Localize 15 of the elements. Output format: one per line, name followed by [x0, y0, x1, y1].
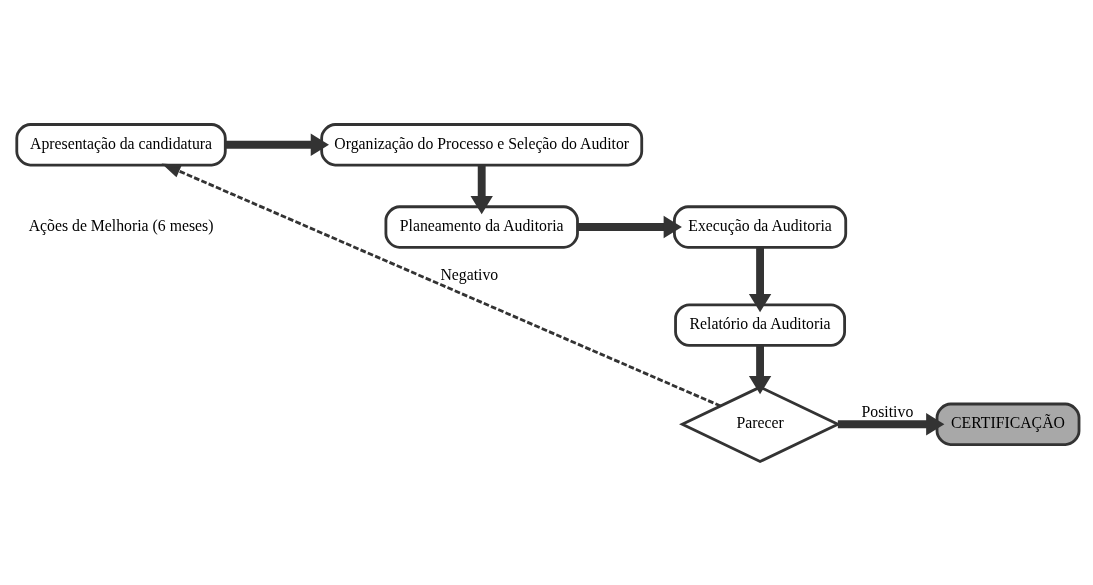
node-box: Execução da Auditoria — [673, 204, 848, 249]
node-box: CERTIFICAÇÃO — [935, 402, 1081, 446]
label: Ações de Melhoria (6 meses) — [28, 216, 214, 234]
node-box: Apresentação da candidatura — [15, 122, 227, 166]
node-box: Organização do Processo e Seleção do Auditor — [320, 122, 644, 166]
arrow — [161, 163, 722, 407]
node-box: Planeamento da Auditoria — [384, 204, 579, 249]
arrow — [225, 133, 329, 156]
arrow — [470, 164, 493, 214]
arrow — [577, 215, 682, 238]
arrow — [748, 345, 772, 394]
edge-label: Negativo — [440, 265, 499, 283]
node-box: Relatório da Auditoria — [674, 302, 846, 347]
edge-label: Positivo — [861, 402, 914, 420]
arrow — [748, 247, 772, 312]
